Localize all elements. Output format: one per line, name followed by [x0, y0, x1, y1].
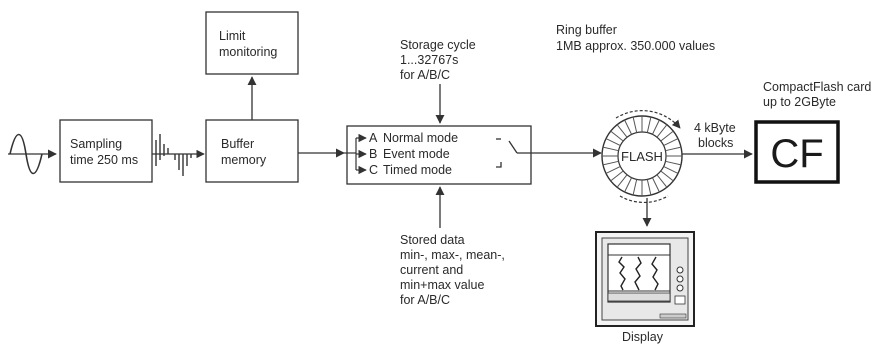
stored-data-line3: current and	[400, 263, 463, 277]
buffer-memory-box: Buffer memory	[205, 119, 299, 183]
blocks-line1: 4 kByte	[694, 121, 736, 135]
ring-segment	[624, 177, 633, 193]
mode-c-letter: C	[369, 163, 378, 177]
ring-segment	[605, 165, 621, 174]
flash-label: FLASH	[621, 149, 663, 164]
stored-data-line5: for A/B/C	[400, 293, 450, 307]
storage-cycle-line2: 1...32767s	[400, 53, 458, 67]
mode-switch-icon	[496, 138, 518, 168]
compactflash-line2: up to 2GByte	[763, 95, 836, 109]
ring-segment	[665, 146, 682, 152]
sampled-signal-icon	[152, 134, 205, 176]
stored-data-line2: min-, max-, mean-,	[400, 248, 505, 262]
stored-data-line1: Stored data	[400, 233, 465, 247]
ring-segment	[663, 138, 679, 147]
buffer-label-line1: Buffer	[221, 137, 254, 151]
sampling-label-line2: time 250 ms	[70, 153, 138, 167]
ring-segment	[610, 170, 624, 182]
flash-ring-icon: FLASH	[601, 110, 683, 203]
ring-segment	[605, 138, 621, 147]
blocks-label: 4 kByte blocks	[694, 121, 736, 150]
ring-segment	[616, 174, 628, 188]
ring-segment	[656, 174, 668, 188]
ring-segment	[665, 160, 682, 166]
buffer-label-line2: memory	[221, 153, 267, 167]
sampling-label-line1: Sampling	[70, 137, 122, 151]
ring-segment	[656, 124, 668, 138]
mode-b-letter: B	[369, 147, 377, 161]
display-label: Display	[622, 330, 664, 344]
mode-c-label: Timed mode	[383, 163, 452, 177]
ring-segment	[660, 130, 674, 142]
storage-cycle-line1: Storage cycle	[400, 38, 476, 52]
storage-mode-box: A Normal mode B Event mode C Timed mode	[344, 125, 532, 185]
mode-b-label: Event mode	[383, 147, 450, 161]
ring-segment	[610, 130, 624, 142]
ring-segment	[616, 124, 628, 138]
storage-cycle-label: Storage cycle 1...32767s for A/B/C	[400, 38, 476, 82]
cf-card-icon: CF	[754, 120, 840, 184]
compactflash-label: CompactFlash card up to 2GByte	[763, 80, 871, 109]
limit-label-line2: monitoring	[219, 45, 277, 59]
cf-logo: CF	[770, 132, 823, 176]
limit-label-line1: Limit	[219, 29, 246, 43]
sine-wave-icon	[8, 133, 57, 175]
mode-a-letter: A	[369, 131, 378, 145]
ring-segment	[624, 119, 633, 135]
ring-segment	[663, 165, 679, 174]
stored-data-label: Stored data min-, max-, mean-, current a…	[400, 233, 505, 307]
ring-segment	[646, 116, 652, 133]
ring-buffer-line1: Ring buffer	[556, 23, 617, 37]
storage-cycle-line3: for A/B/C	[400, 68, 450, 82]
ring-buffer-line2: 1MB approx. 350.000 values	[556, 39, 715, 53]
ring-segment	[651, 119, 660, 135]
ring-segment	[602, 146, 619, 152]
limit-monitoring-box: Limit monitoring	[205, 11, 299, 75]
blocks-line2: blocks	[698, 136, 733, 150]
paperless-recorder-icon	[595, 231, 695, 327]
ring-segment	[632, 179, 638, 196]
ring-buffer-label: Ring buffer 1MB approx. 350.000 values	[556, 23, 715, 53]
compactflash-line1: CompactFlash card	[763, 80, 871, 94]
ring-segment	[660, 170, 674, 182]
ring-segment	[646, 179, 652, 196]
mode-a-label: Normal mode	[383, 131, 458, 145]
ring-segment	[651, 177, 660, 193]
ring-segment	[632, 116, 638, 133]
ring-segment	[602, 160, 619, 166]
stored-data-line4: min+max value	[400, 278, 484, 292]
sampling-box: Sampling time 250 ms	[59, 119, 153, 183]
